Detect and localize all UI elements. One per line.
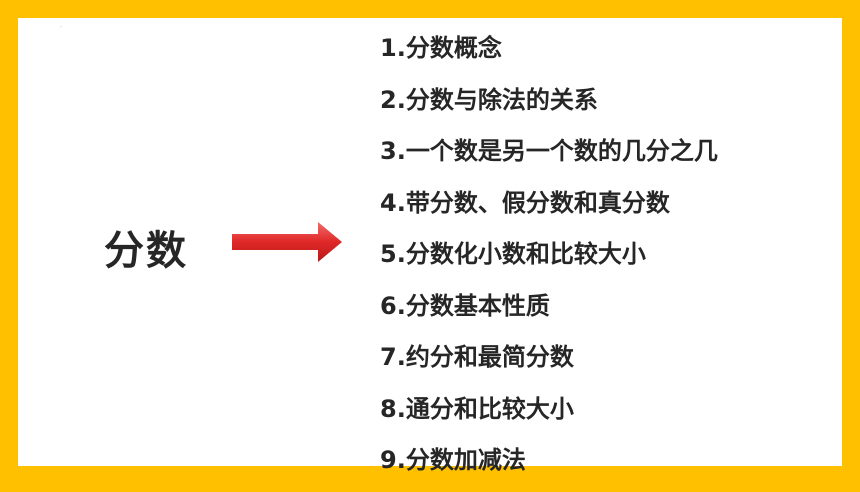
topic-item: 1.分数概念 xyxy=(380,34,502,62)
slide-canvas: · 分数 1.分数概念 2.分数与除法的关系 3.一个数是另一个数的几分之几 4… xyxy=(18,18,842,474)
topic-item: 7.约分和最简分数 xyxy=(380,343,574,371)
topic-item: 2.分数与除法的关系 xyxy=(380,85,598,114)
main-title: 分数 xyxy=(104,228,188,274)
topic-item: 6.分数基本性质 xyxy=(380,291,550,320)
topic-list: 1.分数概念 2.分数与除法的关系 3.一个数是另一个数的几分之几 4.带分数、… xyxy=(380,28,718,492)
decor-dot: · xyxy=(60,24,62,31)
topic-item: 8.通分和比较大小 xyxy=(380,394,574,423)
topic-item: 9.分数加减法 xyxy=(380,446,526,474)
topic-item: 3.一个数是另一个数的几分之几 xyxy=(380,137,718,165)
topic-item: 4.带分数、假分数和真分数 xyxy=(380,188,670,217)
topic-item: 5.分数化小数和比较大小 xyxy=(380,240,646,268)
right-arrow-icon xyxy=(232,222,342,262)
